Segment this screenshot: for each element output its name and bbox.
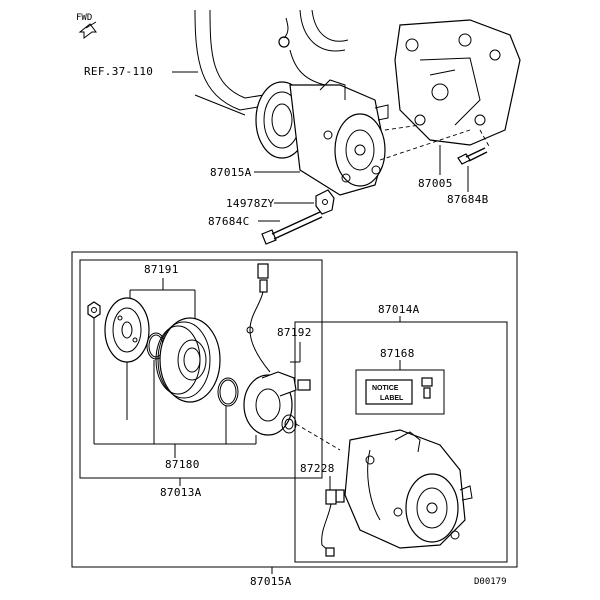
- notice-label-frame: [355, 369, 445, 415]
- label-87168: 87168: [380, 347, 415, 360]
- label-ref: REF.37-110: [84, 65, 153, 78]
- notice-label: NOTICE LABEL: [365, 379, 413, 405]
- coil-wire-connector: [246, 263, 311, 391]
- drive-belt: [194, 9, 349, 116]
- compressor-bracket: [394, 19, 521, 146]
- notice-label-line2: LABEL: [380, 395, 404, 402]
- label-87684c: 87684C: [208, 215, 250, 228]
- label-87684b: 87684B: [447, 193, 489, 206]
- label-87192: 87192: [277, 326, 312, 339]
- label-87015a-top: 87015A: [210, 166, 252, 179]
- clutch-nut: [87, 301, 101, 319]
- snap-ring-2: [217, 377, 239, 407]
- label-87005: 87005: [418, 177, 453, 190]
- fwd-indicator: FWD: [76, 13, 97, 39]
- service-valve-cap: [421, 377, 433, 399]
- assembly-87015a-box: [71, 251, 518, 568]
- armature-plate: [104, 297, 150, 363]
- label-87015a-bottom: 87015A: [250, 575, 292, 588]
- pressure-switch-wire: [321, 489, 337, 557]
- bolt-87684c: [261, 211, 323, 245]
- label-87191: 87191: [144, 263, 179, 276]
- pulley: [155, 317, 221, 403]
- label-87180: 87180: [165, 458, 200, 471]
- diagram-code: D00179: [474, 577, 507, 587]
- clutch-assembly-87013a-box: [79, 259, 323, 479]
- clip-14978zy: [315, 189, 335, 215]
- field-coil: [243, 371, 297, 436]
- label-87014a: 87014A: [378, 303, 420, 316]
- label-87013a: 87013A: [160, 486, 202, 499]
- fwd-label: FWD: [76, 13, 92, 23]
- compressor-assembly-87014a-box: [294, 321, 508, 563]
- compressor-assembly-top: [255, 17, 389, 196]
- label-14978zy: 14978ZY: [226, 197, 275, 210]
- label-87228: 87228: [300, 462, 335, 475]
- bolt-87684b: [457, 147, 488, 165]
- fwd-arrow-icon: [78, 23, 97, 39]
- notice-label-line1: NOTICE: [372, 385, 399, 392]
- compressor-body-bottom: [335, 429, 473, 549]
